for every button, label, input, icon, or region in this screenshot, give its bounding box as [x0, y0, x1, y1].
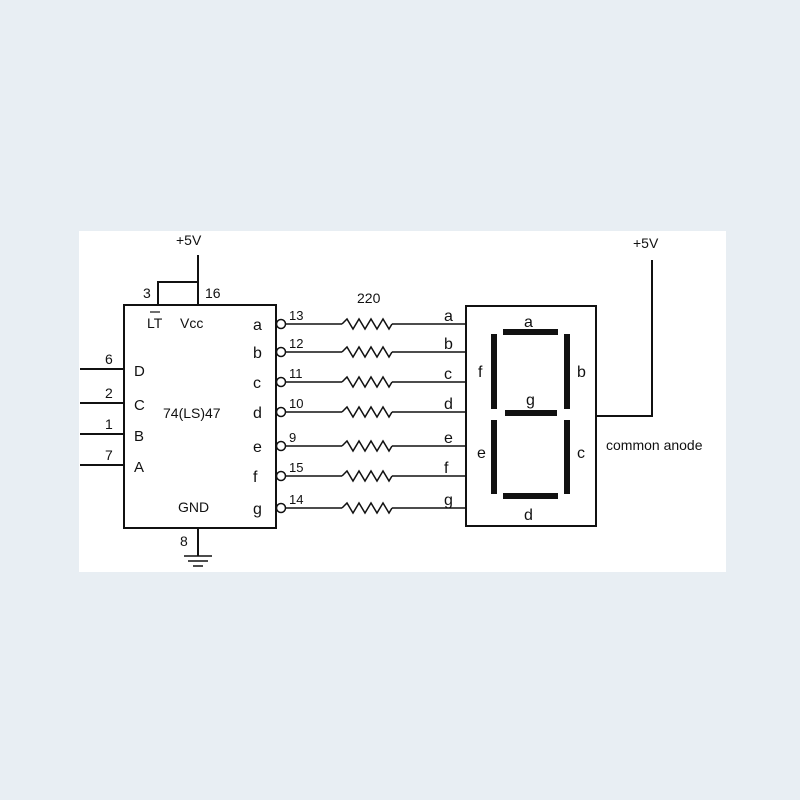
- output-pin-number: 14: [289, 492, 303, 507]
- output-pin-label: a: [253, 317, 262, 334]
- inverting-bubble: [275, 376, 287, 388]
- display-input-label: f: [444, 460, 449, 477]
- output-channel-d: [275, 405, 466, 419]
- resistor-value-label: 220: [357, 290, 381, 306]
- pin-vcc-number: 16: [205, 285, 221, 301]
- supply-right-label: +5V: [633, 235, 659, 251]
- input-label-a: A: [134, 459, 144, 476]
- resistor-symbol: [341, 375, 393, 389]
- output-channel-b: [275, 345, 466, 359]
- display-label-e: e: [477, 445, 486, 462]
- input-label-c: C: [134, 397, 145, 414]
- segment-e: [491, 420, 497, 494]
- inverting-bubble: [275, 470, 287, 482]
- vcc-label: Vcc: [180, 315, 203, 331]
- common-anode-wire: [596, 260, 653, 417]
- supply-left-label: +5V: [176, 232, 202, 248]
- segment-f: [491, 334, 497, 409]
- ground-symbol: [184, 528, 212, 567]
- resistor-symbol: [341, 439, 393, 453]
- inverting-bubble: [275, 318, 287, 330]
- input-pin-1: 1: [105, 416, 113, 432]
- common-anode-label: common anode: [606, 437, 703, 453]
- resistor-symbol: [341, 317, 393, 331]
- output-channel-f: [275, 469, 466, 483]
- output-pin-label: d: [253, 405, 262, 422]
- gnd-pin-number: 8: [180, 533, 188, 549]
- output-pin-number: 12: [289, 336, 303, 351]
- display-input-label: c: [444, 366, 452, 383]
- gnd-label: GND: [178, 499, 209, 515]
- lt-label: LT: [147, 315, 163, 331]
- segment-g: [505, 410, 557, 416]
- output-channel-c: [275, 375, 466, 389]
- inverting-bubble: [275, 406, 287, 418]
- output-pin-number: 10: [289, 396, 303, 411]
- display-label-f: f: [478, 364, 483, 381]
- inverting-bubble: [275, 502, 287, 514]
- resistor-symbol: [341, 501, 393, 515]
- display-input-label: g: [444, 492, 453, 509]
- output-channel-a: [275, 317, 466, 331]
- lt-tie-wire: [157, 281, 198, 305]
- display-label-c: c: [577, 445, 585, 462]
- output-pin-label: g: [253, 501, 262, 518]
- inverting-bubble: [275, 346, 287, 358]
- output-pin-number: 15: [289, 460, 303, 475]
- output-pin-label: e: [253, 439, 262, 456]
- display-label-g: g: [526, 392, 535, 409]
- output-pin-label: b: [253, 345, 262, 362]
- output-pin-label: f: [253, 469, 258, 486]
- segment-b: [564, 334, 570, 409]
- input-pin-6: 6: [105, 351, 113, 367]
- inverting-bubble: [275, 440, 287, 452]
- chip-name: 74(LS)47: [163, 405, 221, 421]
- segment-c: [564, 420, 570, 494]
- input-pin-2: 2: [105, 385, 113, 401]
- resistor-symbol: [341, 345, 393, 359]
- segment-a: [503, 329, 558, 335]
- output-pin-number: 13: [289, 308, 303, 323]
- display-input-label: b: [444, 336, 453, 353]
- output-pin-label: c: [253, 375, 261, 392]
- output-pin-number: 11: [289, 366, 303, 381]
- decoder-chip-body: [123, 304, 277, 529]
- pin-lt-number: 3: [143, 285, 151, 301]
- display-label-d: d: [524, 507, 533, 524]
- input-label-d: D: [134, 363, 145, 380]
- diagram-panel: [79, 231, 726, 572]
- display-label-b: b: [577, 364, 586, 381]
- output-lines: [275, 317, 466, 515]
- display-input-label: d: [444, 396, 453, 413]
- display-label-a: a: [524, 314, 533, 331]
- display-input-label: e: [444, 430, 453, 447]
- display-input-label: a: [444, 308, 453, 325]
- display-segments: [491, 329, 570, 499]
- resistor-symbol: [341, 469, 393, 483]
- input-label-b: B: [134, 428, 144, 445]
- output-channel-e: [275, 439, 466, 453]
- input-pin-7: 7: [105, 447, 113, 463]
- output-channel-g: [275, 501, 466, 515]
- resistor-symbol: [341, 405, 393, 419]
- output-pin-number: 9: [289, 430, 296, 445]
- segment-d: [503, 493, 558, 499]
